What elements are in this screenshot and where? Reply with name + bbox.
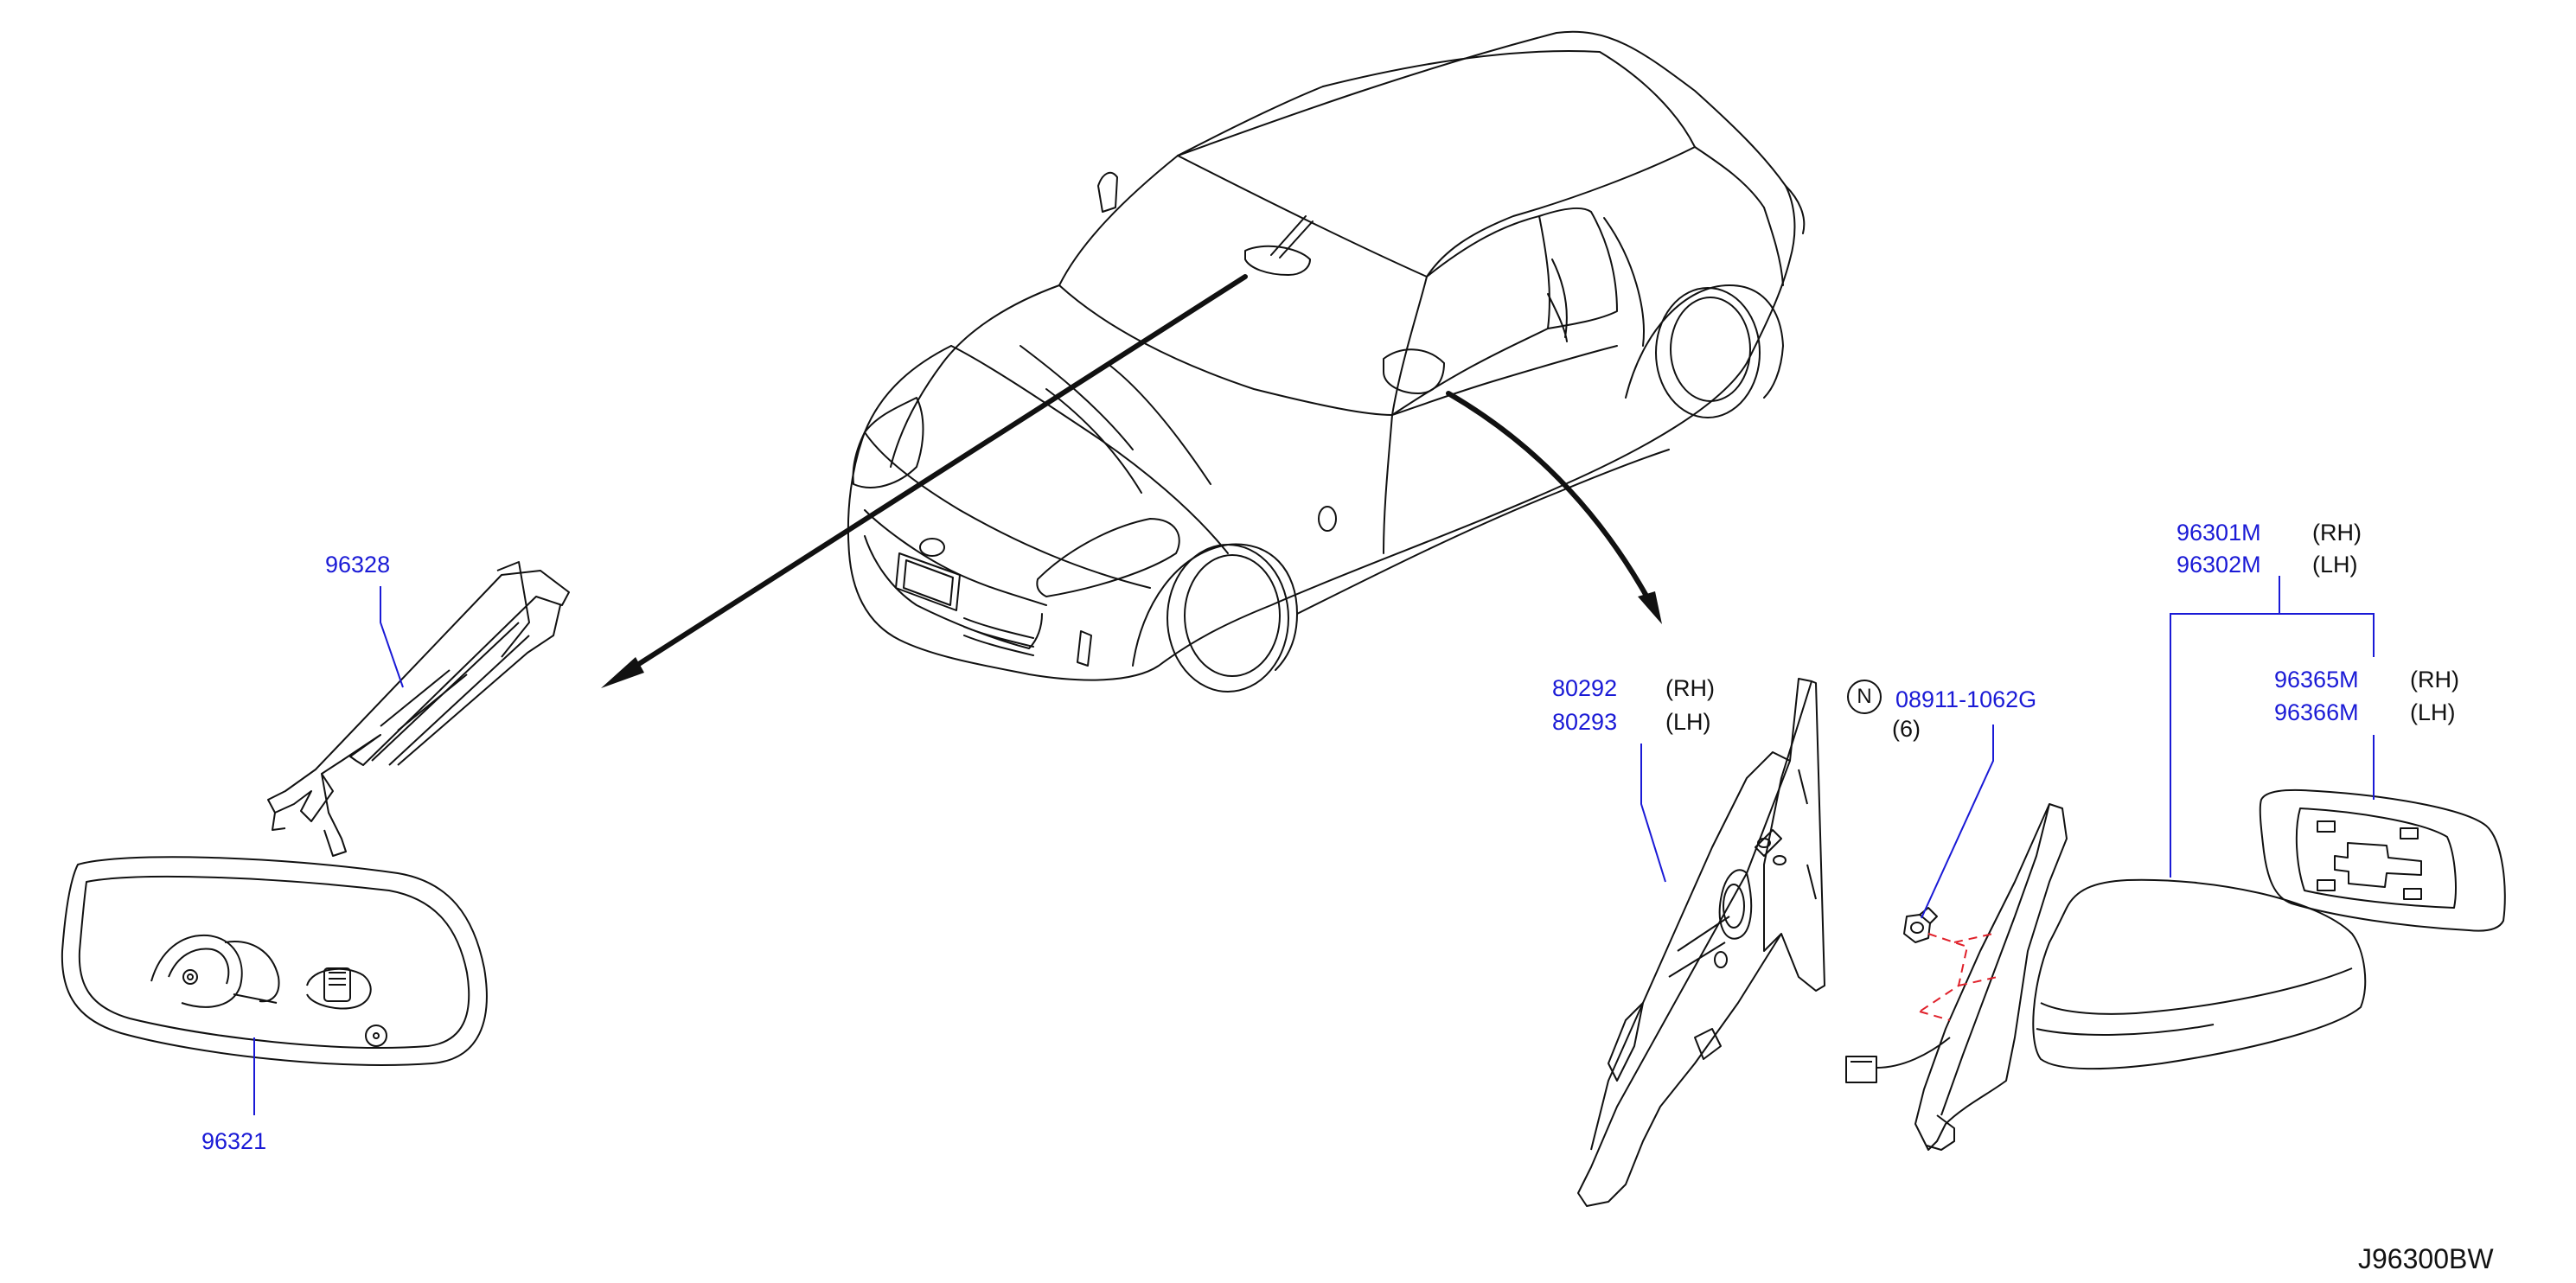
diagram-code: J96300BW [2358, 1243, 2494, 1274]
part-number-96321: 96321 [201, 1128, 267, 1154]
side-lh-96302m: (LH) [2312, 552, 2358, 578]
leader-lines [254, 576, 2374, 1115]
arrow-head-right [1638, 591, 1662, 624]
side-lh-96366m: (LH) [2410, 699, 2456, 725]
leader-96328 [380, 586, 403, 687]
side-rh-96301m: (RH) [2312, 520, 2362, 546]
leader-96301m [2170, 614, 2374, 878]
part-number-96366m: 96366M [2274, 699, 2359, 725]
part-number-80293: 80293 [1552, 709, 1618, 735]
side-lh-80293: (LH) [1665, 709, 1711, 735]
side-rh-80292: (RH) [1665, 675, 1715, 701]
part-number-96328: 96328 [325, 552, 391, 578]
car-illustration [848, 32, 1804, 692]
part-number-96302m: 96302M [2176, 552, 2261, 578]
quantity-6: (6) [1892, 716, 1921, 742]
part-number-96365m: 96365M [2274, 667, 2359, 693]
mirror-stay-96328 [268, 562, 569, 856]
inside-mirror-96321 [62, 857, 487, 1065]
part-number-08911-1062g: 08911-1062G [1895, 686, 2037, 712]
arrow-heads [601, 591, 1662, 688]
hidden-lines-red [1920, 934, 1998, 1020]
callout-arrows [623, 277, 1652, 674]
part-number-96301m: 96301M [2176, 520, 2261, 546]
door-mirror-base [1846, 804, 2067, 1150]
part-number-80292: 80292 [1552, 675, 1618, 701]
n-symbol-icon: N [1847, 680, 1882, 714]
arrow-head-left [601, 657, 644, 688]
mirror-glass-96365m [2260, 790, 2505, 931]
leader-80292 [1641, 744, 1665, 882]
side-rh-96365m: (RH) [2410, 667, 2459, 693]
corner-finisher-80292 [1578, 679, 1825, 1206]
leader-08911 [1921, 724, 1993, 918]
door-mirror-housing-96301m [2033, 880, 2365, 1069]
